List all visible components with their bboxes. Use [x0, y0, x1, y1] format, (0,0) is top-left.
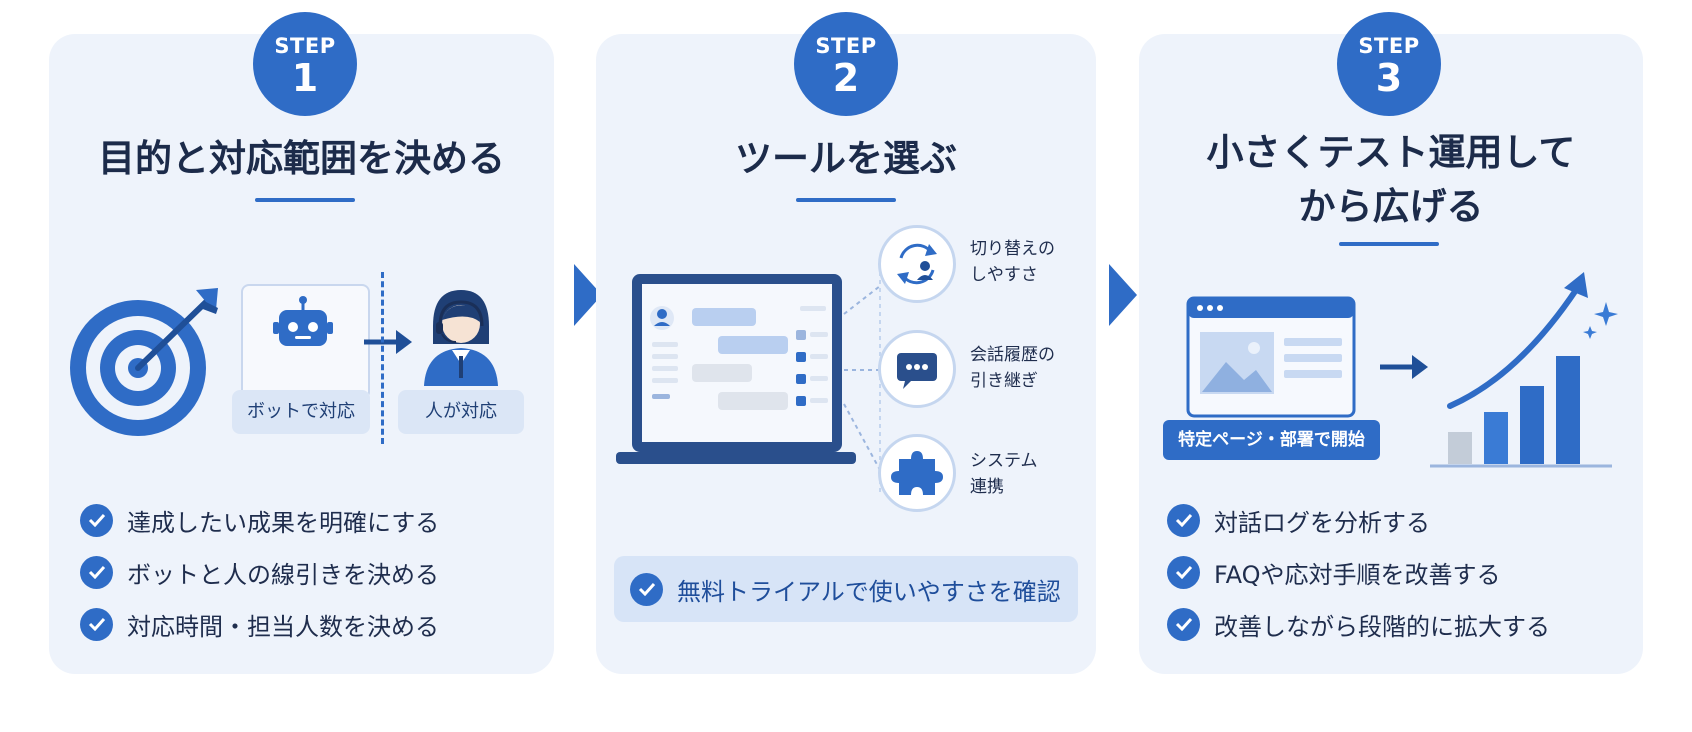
flow-arrow-icon: [1109, 264, 1137, 326]
check-circle-icon: [80, 607, 113, 641]
checklist-item: ボットと人の線引きを決める: [80, 546, 439, 598]
puzzle-icon: [878, 434, 956, 512]
checklist-item: 対応時間・担当人数を決める: [80, 598, 439, 650]
checklist-item: 達成したい成果を明確にする: [80, 494, 439, 546]
check-circle-icon: [1167, 555, 1200, 589]
handoff-arrow-icon: [364, 330, 412, 354]
step-1-badge: STEP 1: [253, 12, 357, 116]
expand-arrow-icon: [1380, 355, 1428, 379]
feature-integration-line-2: 連携: [970, 477, 1004, 497]
feature-history-line-2: 引き継ぎ: [970, 371, 1038, 391]
step-1-number: 1: [291, 56, 319, 100]
trial-check-text: 無料トライアルで使いやすさを確認: [677, 577, 1061, 606]
start-small-chip: 特定ページ・部署で開始: [1163, 420, 1380, 460]
step-3-number: 3: [1375, 56, 1403, 100]
step-1-checklist: 達成したい成果を明確にする ボットと人の線引きを決める 対応時間・担当人数を決め…: [80, 494, 439, 650]
step-1-title: 目的と対応範囲を決める: [98, 137, 505, 180]
step-3-badge-label: STEP: [1358, 34, 1420, 58]
growth-chart-icon: [1430, 272, 1618, 468]
step-1-title-underline: [255, 198, 355, 202]
check-circle-icon: [80, 555, 113, 589]
checklist-item-text: 対応時間・担当人数を決める: [127, 612, 439, 641]
feature-integration-line-1: システム: [970, 451, 1038, 471]
switch-person-icon: [878, 225, 956, 303]
checklist-item: FAQや応対手順を改善する: [1167, 546, 1550, 598]
step-2-number: 2: [832, 56, 860, 100]
feature-history-label: 会話履歴の 引き継ぎ: [970, 342, 1055, 394]
trial-check-item: 無料トライアルで使いやすさを確認: [614, 556, 1078, 622]
human-handles-chip: 人が対応: [398, 390, 524, 434]
step-3-title-line-1: 小さくテスト運用して: [1206, 131, 1576, 174]
laptop-chat-icon: [616, 274, 856, 464]
bot-handles-chip: ボットで対応: [232, 390, 370, 434]
step-2-badge: STEP 2: [794, 12, 898, 116]
chat-bubble-icon: [878, 330, 956, 408]
step-3-checklist: 対話ログを分析する FAQや応対手順を改善する 改善しながら段階的に拡大する: [1167, 494, 1550, 650]
checklist-item: 改善しながら段階的に拡大する: [1167, 598, 1550, 650]
checklist-item-text: ボットと人の線引きを決める: [127, 560, 439, 589]
check-circle-icon: [80, 503, 113, 537]
check-circle-icon: [1167, 503, 1200, 537]
feature-switch-line-2: しやすさ: [970, 265, 1038, 285]
check-circle-icon: [630, 572, 663, 606]
browser-window-icon: [1186, 296, 1356, 418]
step-3-title-line-2: から広げる: [1298, 185, 1484, 228]
check-circle-icon: [1167, 607, 1200, 641]
step-3-title-underline: [1339, 242, 1439, 246]
operator-person-icon: [424, 290, 498, 386]
step-1-badge-label: STEP: [274, 34, 336, 58]
feature-switch-label: 切り替えの しやすさ: [970, 236, 1055, 288]
feature-history-line-1: 会話履歴の: [970, 345, 1055, 365]
checklist-item-text: 達成したい成果を明確にする: [127, 508, 440, 537]
target-arrow-icon: [70, 288, 218, 436]
feature-switch-line-1: 切り替えの: [970, 239, 1055, 259]
step-2-badge-label: STEP: [815, 34, 877, 58]
step-3-badge: STEP 3: [1337, 12, 1441, 116]
step-2-title: ツールを選ぶ: [735, 137, 957, 180]
checklist-item: 対話ログを分析する: [1167, 494, 1550, 546]
boundary-divider: [381, 272, 384, 444]
checklist-item-text: FAQや応対手順を改善する: [1214, 560, 1501, 589]
robot-icon: [273, 296, 333, 346]
checklist-item-text: 改善しながら段階的に拡大する: [1214, 612, 1550, 641]
checklist-item-text: 対話ログを分析する: [1214, 508, 1430, 537]
step-2-title-underline: [796, 198, 896, 202]
flow-arrow-icon: [574, 264, 602, 326]
feature-integration-label: システム 連携: [970, 448, 1038, 500]
